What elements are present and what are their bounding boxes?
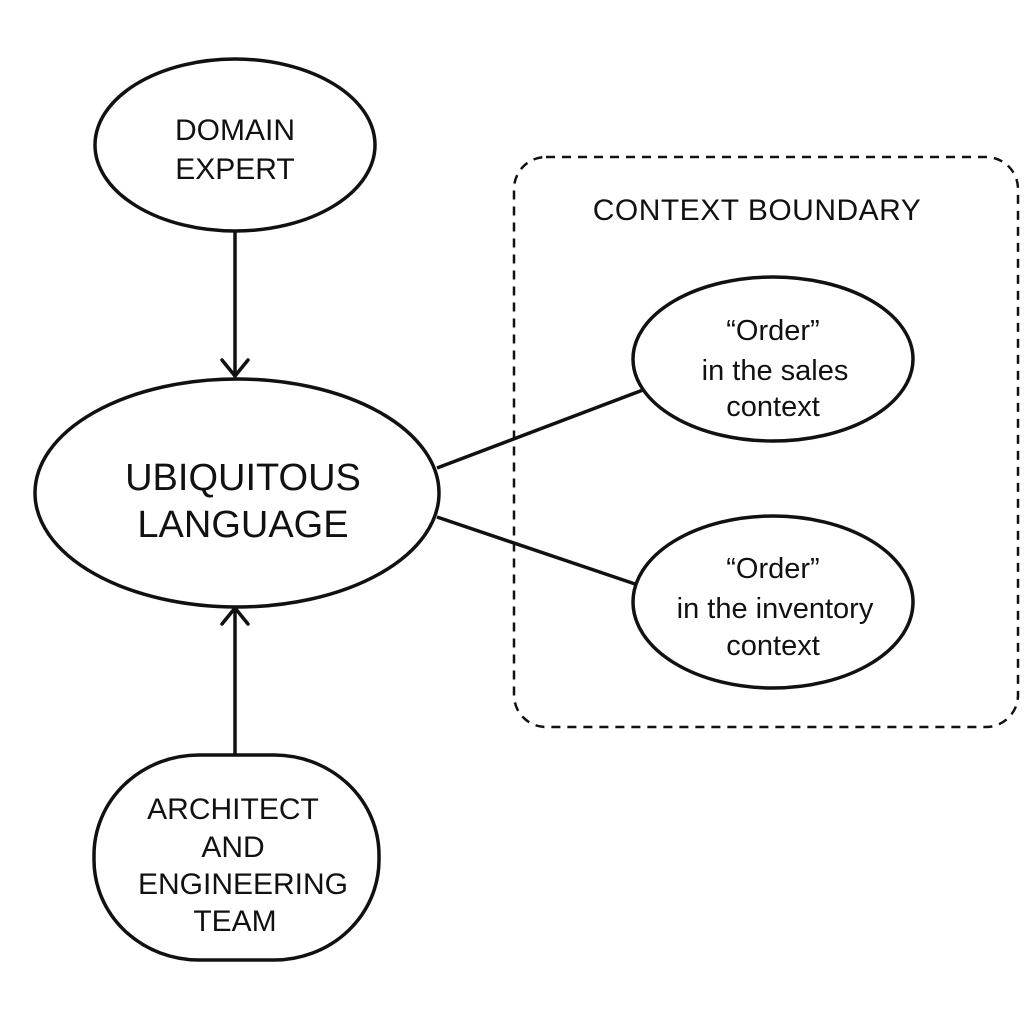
architect-team-line-3: ENGINEERING: [138, 868, 348, 901]
architect-team-shape: [92, 753, 381, 962]
order-sales-line-3: context: [726, 391, 820, 423]
node-order-sales: “Order” in the sales context: [631, 275, 915, 443]
architect-team-line-2: AND: [201, 831, 264, 864]
order-sales-line-2: in the sales: [702, 355, 849, 387]
context-boundary-label: CONTEXT BOUNDARY: [593, 194, 922, 227]
order-sales-ellipse: [631, 275, 915, 443]
order-sales-line-1: “Order”: [726, 315, 819, 347]
node-ubiquitous-language: UBIQUITOUS LANGUAGE: [33, 377, 441, 609]
order-inventory-line-1: “Order”: [726, 553, 819, 585]
ubiquitous-language-line-2: LANGUAGE: [137, 504, 348, 546]
architect-team-line-4: TEAM: [193, 905, 276, 938]
architect-team-line-1: ARCHITECT: [147, 793, 319, 826]
edge-language-to-order-sales: [436, 388, 644, 470]
arrowhead-down: [220, 358, 250, 378]
node-architect-team: ARCHITECT AND ENGINEERING TEAM: [92, 753, 381, 962]
ubiquitous-language-ellipse: [33, 377, 441, 609]
order-inventory-ellipse: [631, 514, 915, 690]
domain-expert-line-1: DOMAIN: [175, 114, 295, 147]
domain-expert-ellipse: [93, 57, 377, 233]
order-inventory-line-2: in the inventory: [677, 593, 874, 625]
node-order-inventory: “Order” in the inventory context: [631, 514, 915, 690]
order-inventory-line-3: context: [726, 630, 820, 662]
domain-expert-line-2: EXPERT: [175, 153, 295, 186]
edge-language-to-order-inventory: [436, 515, 639, 587]
ubiquitous-language-line-1: UBIQUITOUS: [125, 457, 361, 499]
node-domain-expert: DOMAIN EXPERT: [93, 57, 377, 233]
context-boundary-box: [512, 155, 1020, 729]
